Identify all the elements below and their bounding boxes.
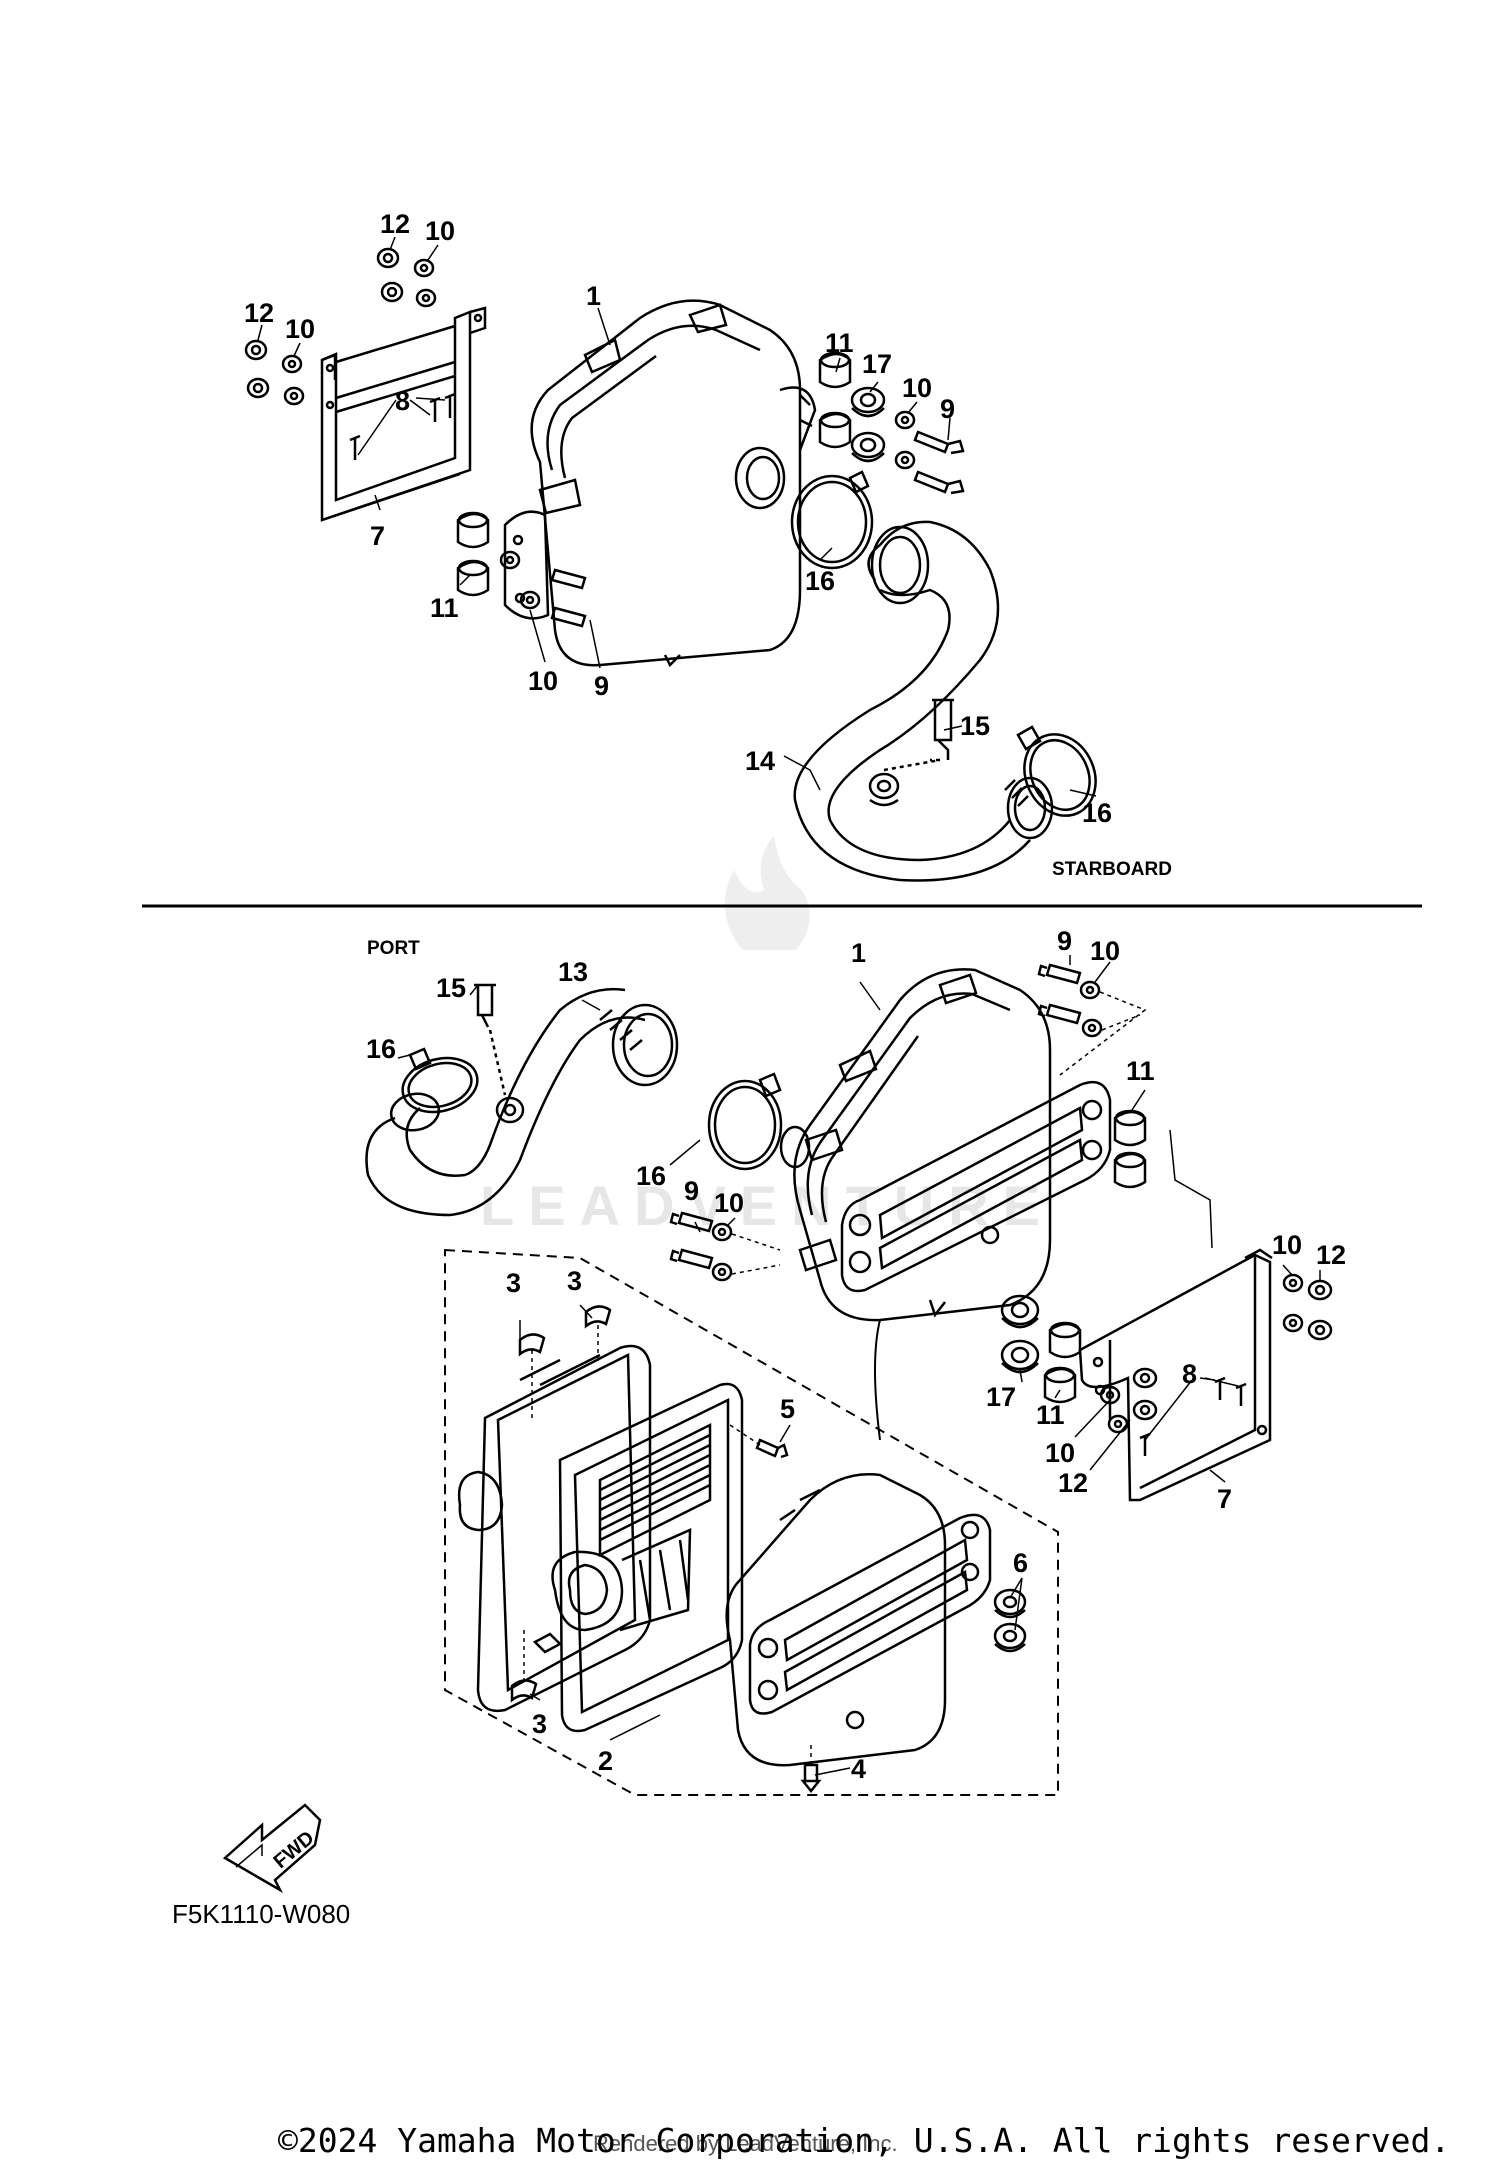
fitting-port — [474, 983, 507, 1096]
nuts-washers-port-right — [1099, 1273, 1333, 1434]
leaders-top — [257, 236, 1097, 797]
callout-11: 11 — [1036, 1400, 1065, 1430]
callout-16: 16 — [1082, 798, 1112, 828]
callout-1: 1 — [851, 938, 866, 968]
clamp-port-left — [401, 1047, 479, 1114]
callout-11: 11 — [430, 593, 459, 623]
callout-5: 5 — [780, 1394, 795, 1424]
callout-9: 9 — [1057, 926, 1072, 956]
bracket-top — [320, 306, 487, 522]
callout-6: 6 — [1013, 1548, 1028, 1578]
port-assembly — [365, 963, 1333, 1796]
callout-10: 10 — [285, 314, 315, 344]
callout-10: 10 — [1045, 1438, 1075, 1468]
section-label-port: PORT — [367, 938, 420, 959]
screws-port — [1139, 1376, 1247, 1456]
callout-10: 10 — [1272, 1230, 1302, 1260]
figure-code: F5K1110-W080 — [172, 1899, 350, 1929]
fwd-arrow-icon: FWD — [222, 1803, 322, 1894]
grommets-top — [456, 351, 886, 597]
airbox-port — [779, 968, 1112, 1441]
callout-4: 4 — [851, 1754, 866, 1784]
dampers-6 — [993, 1588, 1027, 1653]
callout-16: 16 — [636, 1161, 666, 1191]
airbox-top — [503, 299, 817, 668]
clips-exploded — [510, 1305, 612, 1703]
callout-17: 17 — [862, 349, 892, 379]
cover-exploded — [457, 1344, 652, 1713]
watermark: LEADVENTURE — [480, 835, 1054, 1237]
watermark-text: LEADVENTURE — [480, 1174, 1054, 1237]
callout-3: 3 — [532, 1709, 547, 1739]
callout-7: 7 — [370, 521, 385, 551]
callout-16: 16 — [805, 566, 835, 596]
callout-8: 8 — [1182, 1359, 1197, 1389]
callouts-top: 12 10 12 10 8 7 1 11 17 10 9 16 11 10 9 … — [244, 209, 1172, 880]
callout-8: 8 — [395, 386, 410, 416]
clamp-top — [790, 470, 874, 570]
callout-10: 10 — [425, 216, 455, 246]
bolts-washers-port-upper — [1037, 963, 1147, 1076]
callout-15: 15 — [960, 711, 990, 741]
exploded-view-box — [444, 1248, 1059, 1796]
callout-14: 14 — [745, 746, 775, 776]
leaders-port — [397, 955, 1321, 1776]
callout-12: 12 — [1058, 1468, 1088, 1498]
callout-10: 10 — [528, 666, 558, 696]
screw-5 — [729, 1424, 789, 1459]
callout-10: 10 — [902, 373, 932, 403]
callout-11: 11 — [1126, 1056, 1155, 1086]
callout-3: 3 — [567, 1266, 582, 1296]
callout-9: 9 — [684, 1176, 699, 1206]
callout-11: 11 — [825, 328, 854, 358]
callout-12: 12 — [244, 298, 274, 328]
fitting-top — [883, 698, 954, 772]
callout-15: 15 — [436, 973, 466, 1003]
nuts-washers-top-left — [244, 247, 437, 406]
drain-4 — [800, 1745, 822, 1794]
screws-top — [349, 392, 456, 460]
callout-7: 7 — [1217, 1484, 1232, 1514]
callout-9: 9 — [940, 394, 955, 424]
callout-13: 13 — [558, 957, 588, 987]
washers-bolts-top-right — [499, 410, 965, 628]
hose-port — [365, 988, 679, 1217]
callout-10: 10 — [1090, 936, 1120, 966]
callout-12: 12 — [380, 209, 410, 239]
callouts-port: 15 13 1 9 10 16 11 16 9 10 3 3 5 10 12 8… — [366, 926, 1346, 1784]
hose-top — [793, 520, 1054, 882]
callout-10: 10 — [714, 1188, 744, 1218]
callout-1: 1 — [586, 281, 601, 311]
bracket-port — [1078, 1129, 1273, 1502]
rendered-by-text: Rendered by LeadVenture, Inc. — [593, 2131, 898, 2156]
callout-12: 12 — [1316, 1240, 1346, 1270]
case-exploded — [725, 1473, 992, 1767]
callout-9: 9 — [594, 671, 609, 701]
copyright-text: ©2024 Yamaha Motor Corporation, U.S.A. A… — [278, 2121, 1450, 2160]
section-label-starboard: STARBOARD — [1052, 859, 1172, 880]
callout-16: 16 — [366, 1034, 396, 1064]
filter-element-exploded — [551, 1382, 744, 1733]
clamp-port-middle — [707, 1072, 783, 1171]
callout-17: 17 — [986, 1382, 1016, 1412]
callout-2: 2 — [598, 1746, 613, 1776]
callout-3: 3 — [506, 1268, 521, 1298]
bolts-washers-port-lower — [669, 1211, 781, 1282]
clamp-bottom-right — [1016, 725, 1097, 817]
grommets-port — [1000, 1109, 1147, 1404]
starboard-assembly — [244, 247, 1097, 882]
